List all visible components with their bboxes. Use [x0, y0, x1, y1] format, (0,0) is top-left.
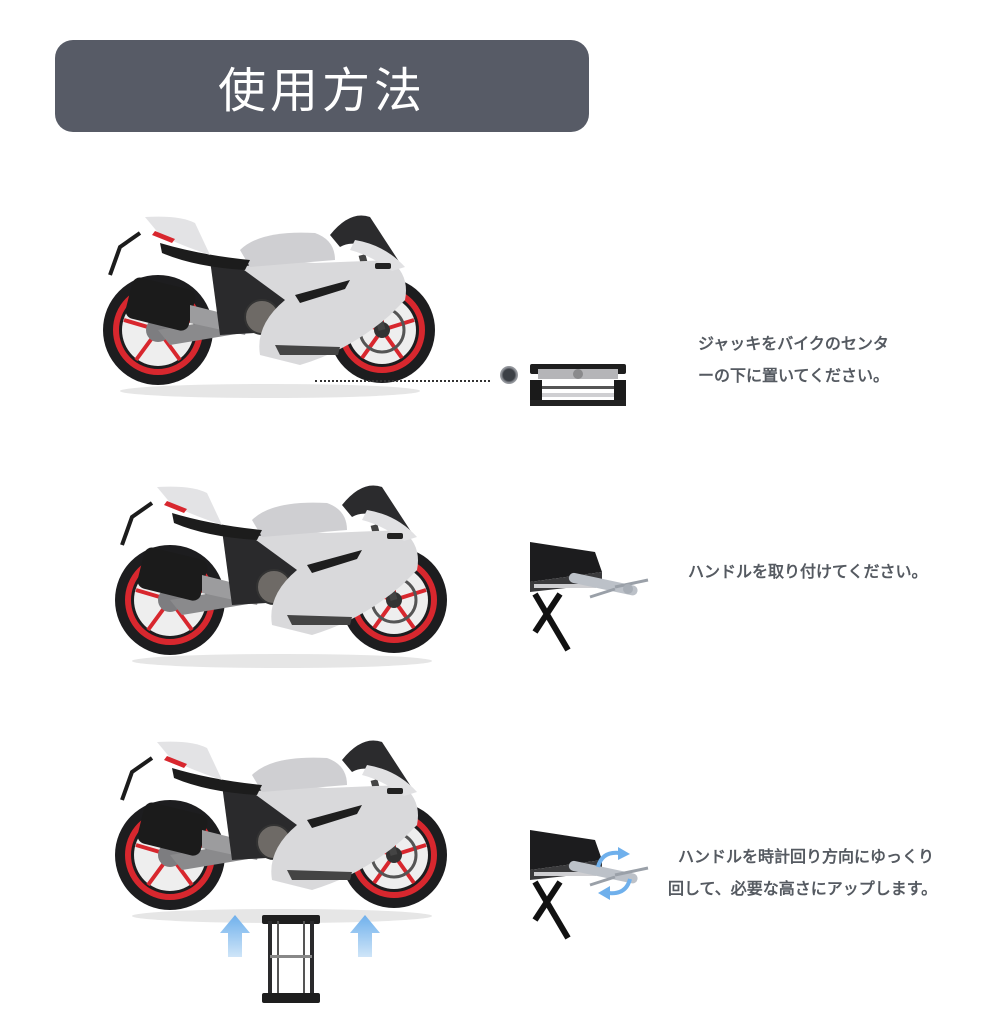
instruction-line: 回して、必要な高さにアップします。 [668, 879, 938, 898]
jack-stand-raised-image [262, 915, 320, 1003]
page-title: 使用方法 [217, 63, 426, 119]
step-1-instruction: ジャッキをバイクのセンタ ーの下に置いてください。 [698, 328, 889, 392]
instruction-line: ハンドルを取り付けてください。 [688, 562, 928, 581]
instruction-line: ジャッキをバイクのセンタ [698, 334, 889, 353]
motorcycle-image [112, 475, 452, 670]
step-3-instruction: ハンドルを時計回り方向にゆっくり 回して、必要な高さにアップします。 [668, 841, 937, 905]
jack-handle-rotate-image [530, 830, 649, 940]
rotate-clockwise-icon [596, 847, 632, 900]
up-arrow-icon [220, 915, 250, 957]
step-2-instruction: ハンドルを取り付けてください。 [688, 556, 928, 588]
step-2: ハンドルを取り付けてください。 [0, 470, 1000, 670]
position-guide-line [315, 380, 490, 382]
motorcycle-image [112, 730, 452, 925]
step-1: ジャッキをバイクのセンタ ーの下に置いてください。 [0, 200, 1000, 420]
up-arrow-icon [350, 915, 380, 957]
position-marker-dot [500, 366, 518, 384]
step-3: ハンドルを時計回り方向にゆっくり 回して、必要な高さにアップします。 [0, 725, 1000, 1003]
jack-handle-image [530, 542, 649, 652]
instruction-line: ーの下に置いてください。 [698, 366, 890, 385]
instruction-line: ハンドルを時計回り方向にゆっくり [678, 847, 935, 866]
motorcycle-image [100, 205, 440, 400]
jack-stand-image [530, 364, 626, 406]
page-header: 使用方法 [55, 40, 589, 132]
